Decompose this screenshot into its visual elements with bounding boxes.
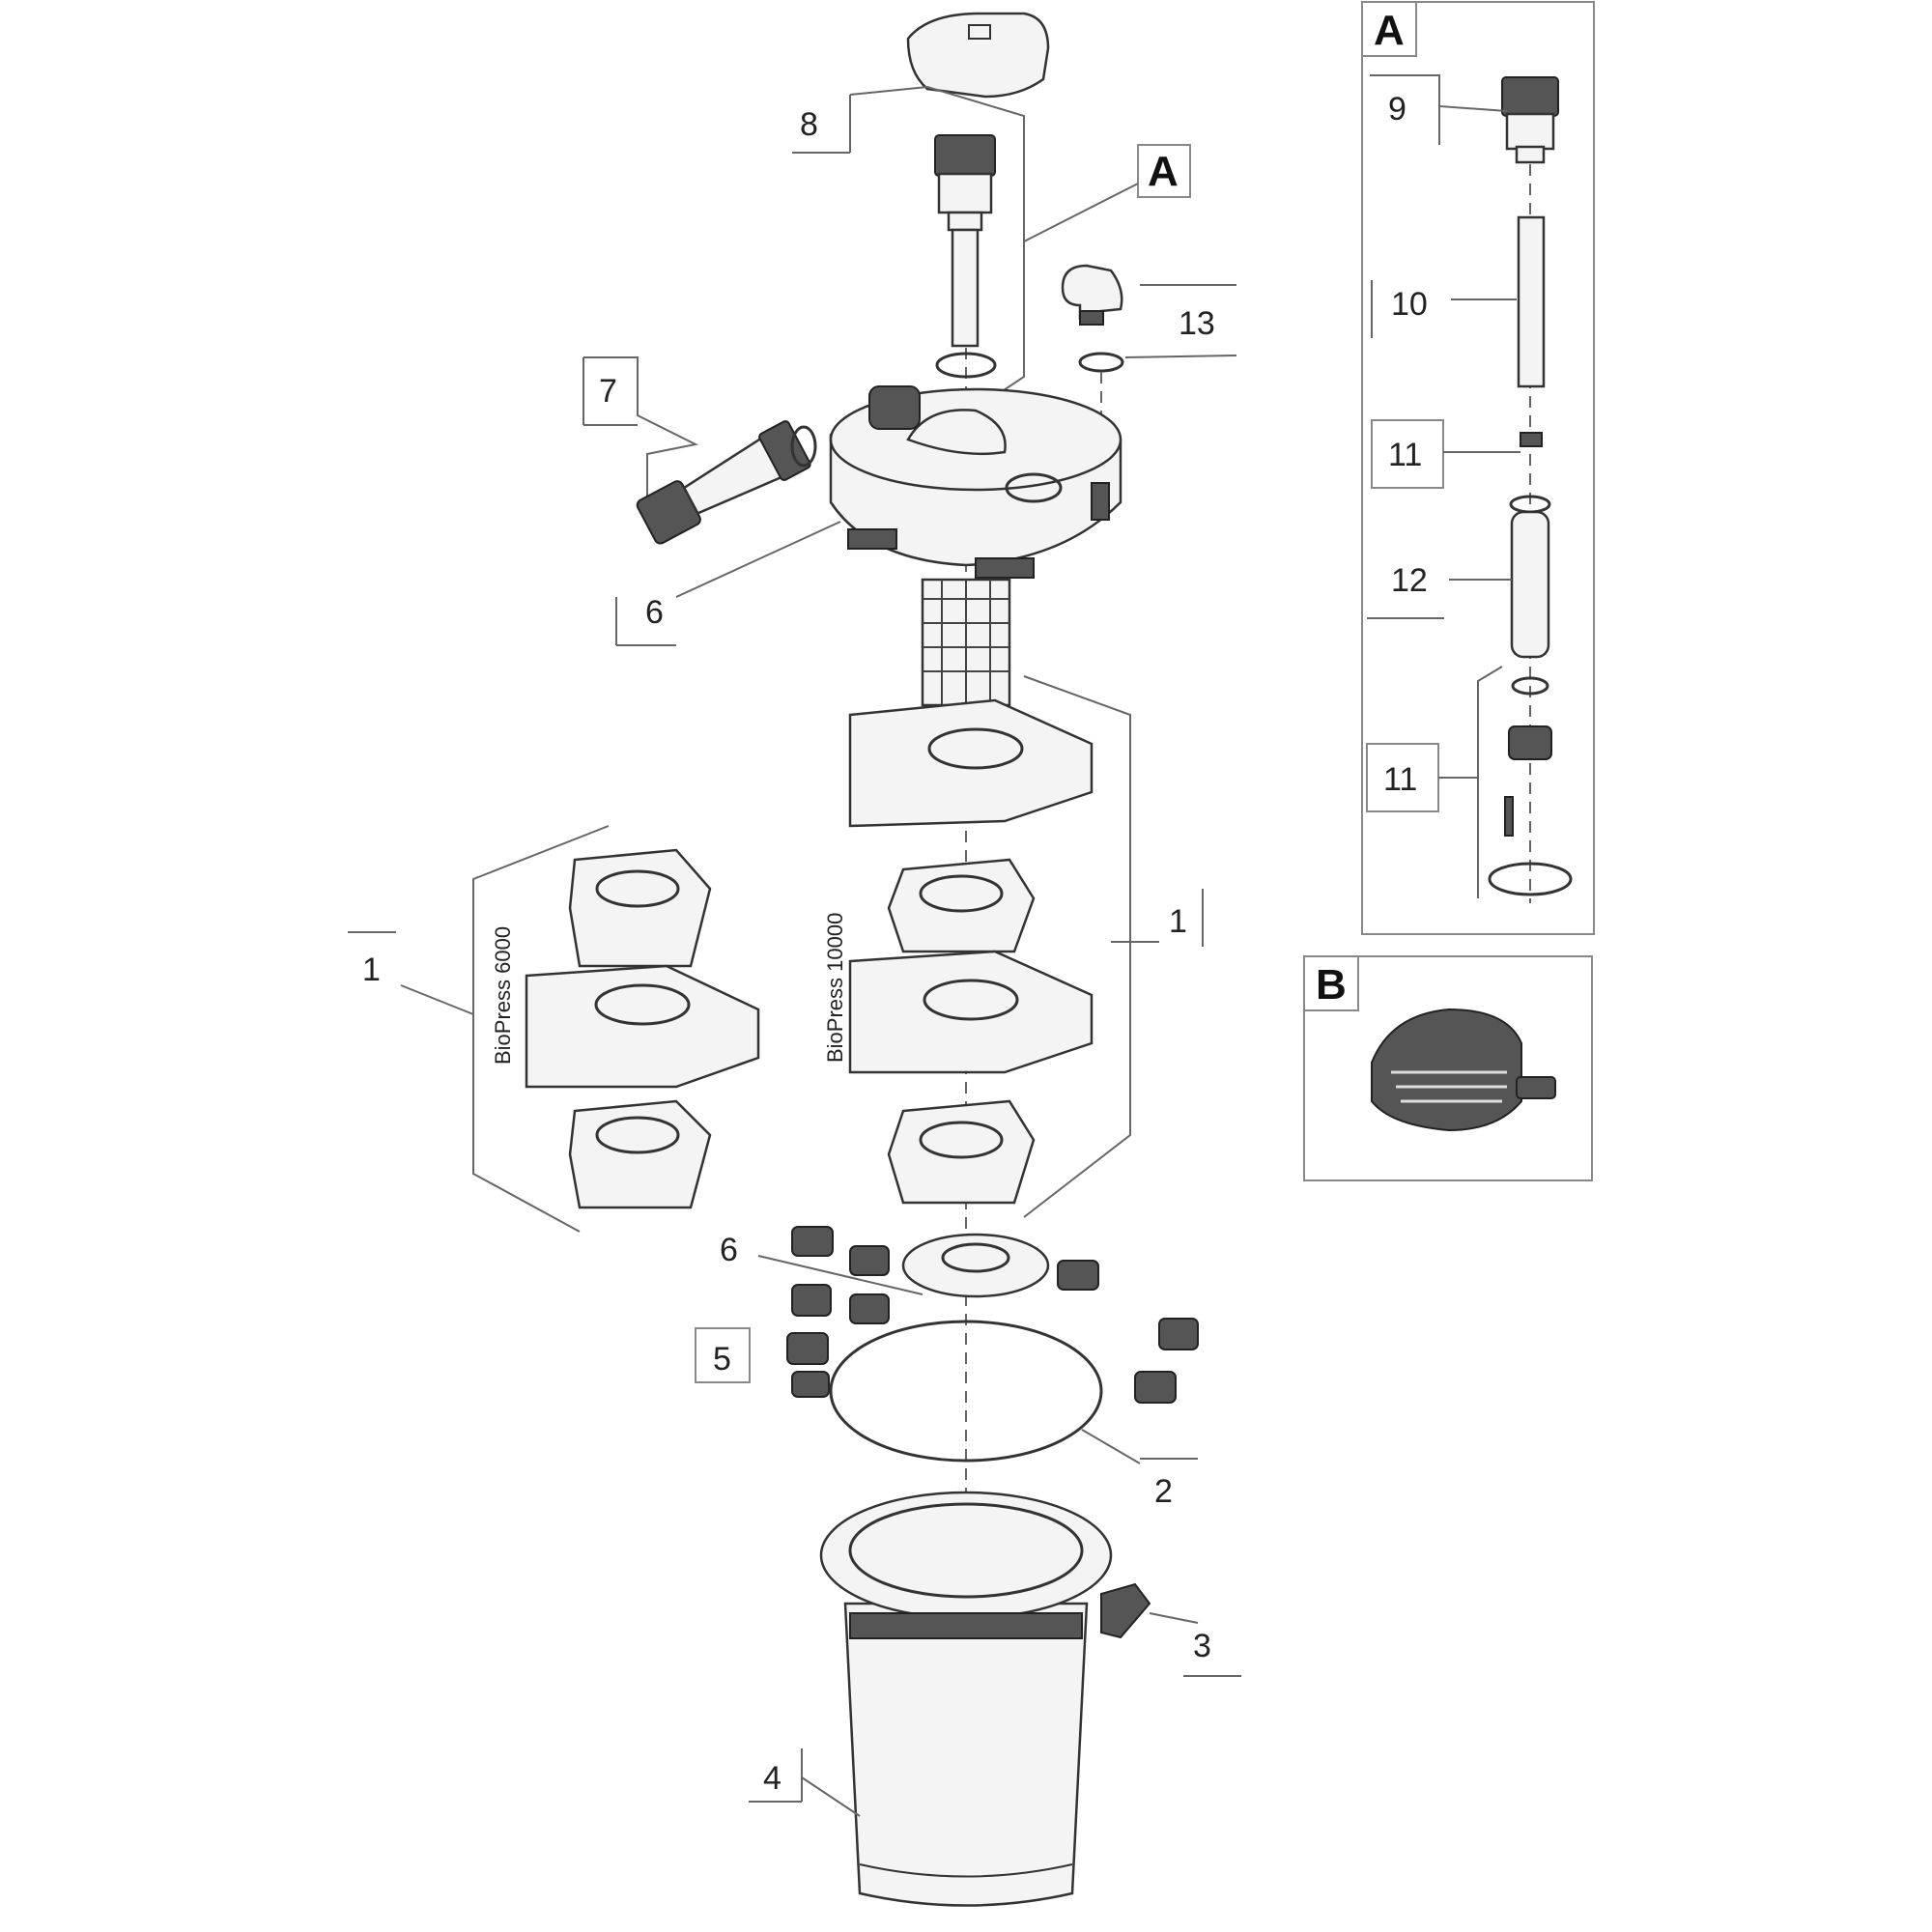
callout-6-top: 6 <box>645 594 664 631</box>
o-ring-7 <box>790 425 817 468</box>
panel-a-letter: A <box>1374 7 1405 54</box>
panel-a-callout-12: 12 <box>1391 562 1428 599</box>
panel-a-o-ring <box>1488 862 1573 896</box>
part-9-lamp-head <box>1501 76 1559 164</box>
part-6-base-plate <box>901 1233 1050 1298</box>
part-5-bio-media <box>786 1226 1199 1404</box>
sponge-stack-6000 <box>525 848 760 1209</box>
panel-a-callout-10: 10 <box>1391 286 1428 323</box>
panel-b-letter: B <box>1316 961 1347 1009</box>
part-7-hose-tail <box>636 420 811 545</box>
callout-2: 2 <box>1154 1473 1173 1510</box>
callout-a-box <box>1137 144 1191 198</box>
o-ring-lamp <box>935 352 997 379</box>
o-ring-13 <box>1078 352 1124 373</box>
panel-a-callout-11-top: 11 <box>1388 437 1422 473</box>
panel-a-letter-box <box>1361 1 1417 57</box>
callout-1-left: 1 <box>362 952 381 988</box>
panel-a-callout-11-bottom: 11 <box>1383 761 1417 798</box>
part-13-elbow <box>1061 264 1123 326</box>
callout-8: 8 <box>800 106 818 143</box>
panel-b-frame <box>1303 955 1593 1181</box>
label-biopress-10000: BioPress 10000 <box>823 913 847 1063</box>
part-2-seal-ring <box>829 1320 1103 1463</box>
leader-7 <box>583 356 699 522</box>
panel-a-callout-11-top-box <box>1371 419 1444 489</box>
callout-5: 5 <box>713 1341 731 1378</box>
panel-a-frame <box>1361 1 1595 935</box>
leader-8 <box>849 85 1025 397</box>
filter-basket <box>921 578 1011 707</box>
part-6-lid <box>829 385 1122 579</box>
callout-7: 7 <box>599 373 617 410</box>
callout-a-main: A <box>1148 148 1179 195</box>
uvc-lamp-unit <box>934 134 996 348</box>
callout-13: 13 <box>1179 305 1215 342</box>
label-biopress-6000: BioPress 6000 <box>491 926 515 1065</box>
part-11-nut <box>1504 725 1552 837</box>
callout-5-box <box>695 1327 751 1383</box>
callout-3: 3 <box>1193 1628 1211 1664</box>
callout-4: 4 <box>763 1760 781 1797</box>
callout-6-mid: 6 <box>720 1232 738 1268</box>
callout-1-right: 1 <box>1169 903 1187 940</box>
sponge-stack-10000 <box>848 698 1094 1205</box>
panel-b-letter-box <box>1303 955 1359 1011</box>
part-11-clip <box>1520 432 1543 447</box>
panel-a-callout-9: 9 <box>1388 91 1406 128</box>
part-3-clamp <box>1100 1582 1151 1639</box>
part-10-quartz-tube <box>1517 215 1546 388</box>
panel-b-pump <box>1371 1008 1556 1132</box>
part-8-cover <box>906 12 1050 99</box>
part-4-housing <box>819 1491 1113 1907</box>
part-12-lamp <box>1510 510 1550 659</box>
